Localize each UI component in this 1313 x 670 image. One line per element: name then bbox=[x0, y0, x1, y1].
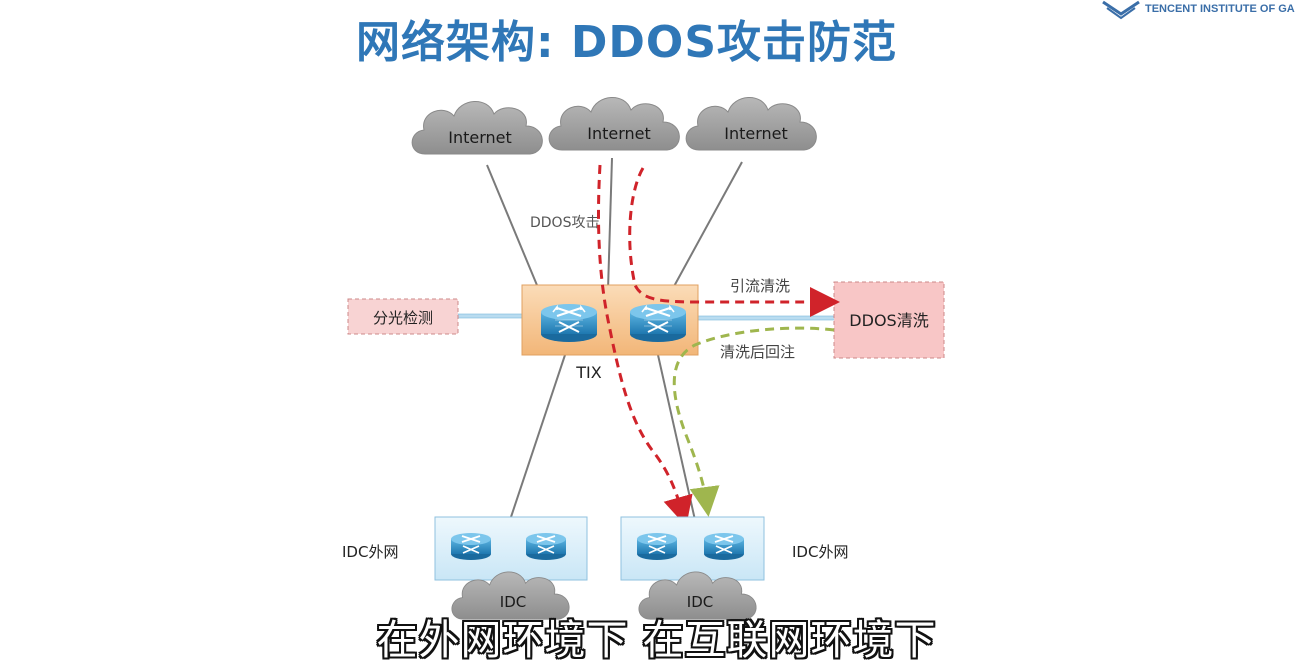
attack-label: DDOS攻击 bbox=[530, 215, 599, 231]
cloud1-link bbox=[486, 164, 540, 291]
idc-right-router-2-icon bbox=[703, 532, 745, 561]
logo-icon bbox=[1102, 0, 1140, 20]
scrub-link bbox=[696, 315, 836, 321]
cloud2-link bbox=[607, 157, 613, 291]
reinject-label: 清洗后回注 bbox=[720, 343, 795, 361]
scrub-label: DDOS清洗 bbox=[849, 311, 928, 330]
cloud-label: Internet bbox=[724, 124, 788, 143]
detect-box bbox=[347, 298, 459, 335]
attack-path-arrow bbox=[596, 164, 693, 527]
institute-logo: TENCENT INSTITUTE OF GA bbox=[1093, 0, 1313, 24]
tix-router-left-icon bbox=[539, 302, 599, 344]
idc-right-label: IDC外网 bbox=[792, 543, 848, 561]
cloud-label: Internet bbox=[587, 124, 651, 143]
cloud-label: Internet bbox=[448, 128, 512, 147]
idc-left-router-2-icon bbox=[525, 532, 567, 561]
idc-cloud-label: IDC bbox=[500, 593, 526, 611]
idc-left-label: IDC外网 bbox=[342, 543, 398, 561]
tix-router-right-icon bbox=[628, 302, 688, 344]
detect-label: 分光检测 bbox=[373, 309, 433, 327]
reinject-path-arrow bbox=[672, 326, 835, 517]
cloud3-link bbox=[671, 161, 743, 291]
tix-idc-left-link bbox=[509, 354, 566, 521]
tix-idc-right-link bbox=[657, 354, 696, 521]
idc-right-router-1-icon bbox=[636, 532, 678, 561]
detect-link bbox=[457, 313, 525, 319]
idc-left-router-1-icon bbox=[450, 532, 492, 561]
divert-label: 引流清洗 bbox=[730, 277, 790, 295]
divert-path-arrow bbox=[628, 167, 840, 317]
scrub-box bbox=[833, 281, 945, 359]
video-subtitle: 在外网环境下 在互联网环境下 bbox=[376, 616, 937, 664]
page-title: 网络架构: DDOS攻击防范 bbox=[355, 17, 898, 68]
tix-label: TIX bbox=[575, 363, 601, 382]
idc-cloud-label: IDC bbox=[687, 593, 713, 611]
logo-text: TENCENT INSTITUTE OF GA bbox=[1145, 3, 1295, 15]
